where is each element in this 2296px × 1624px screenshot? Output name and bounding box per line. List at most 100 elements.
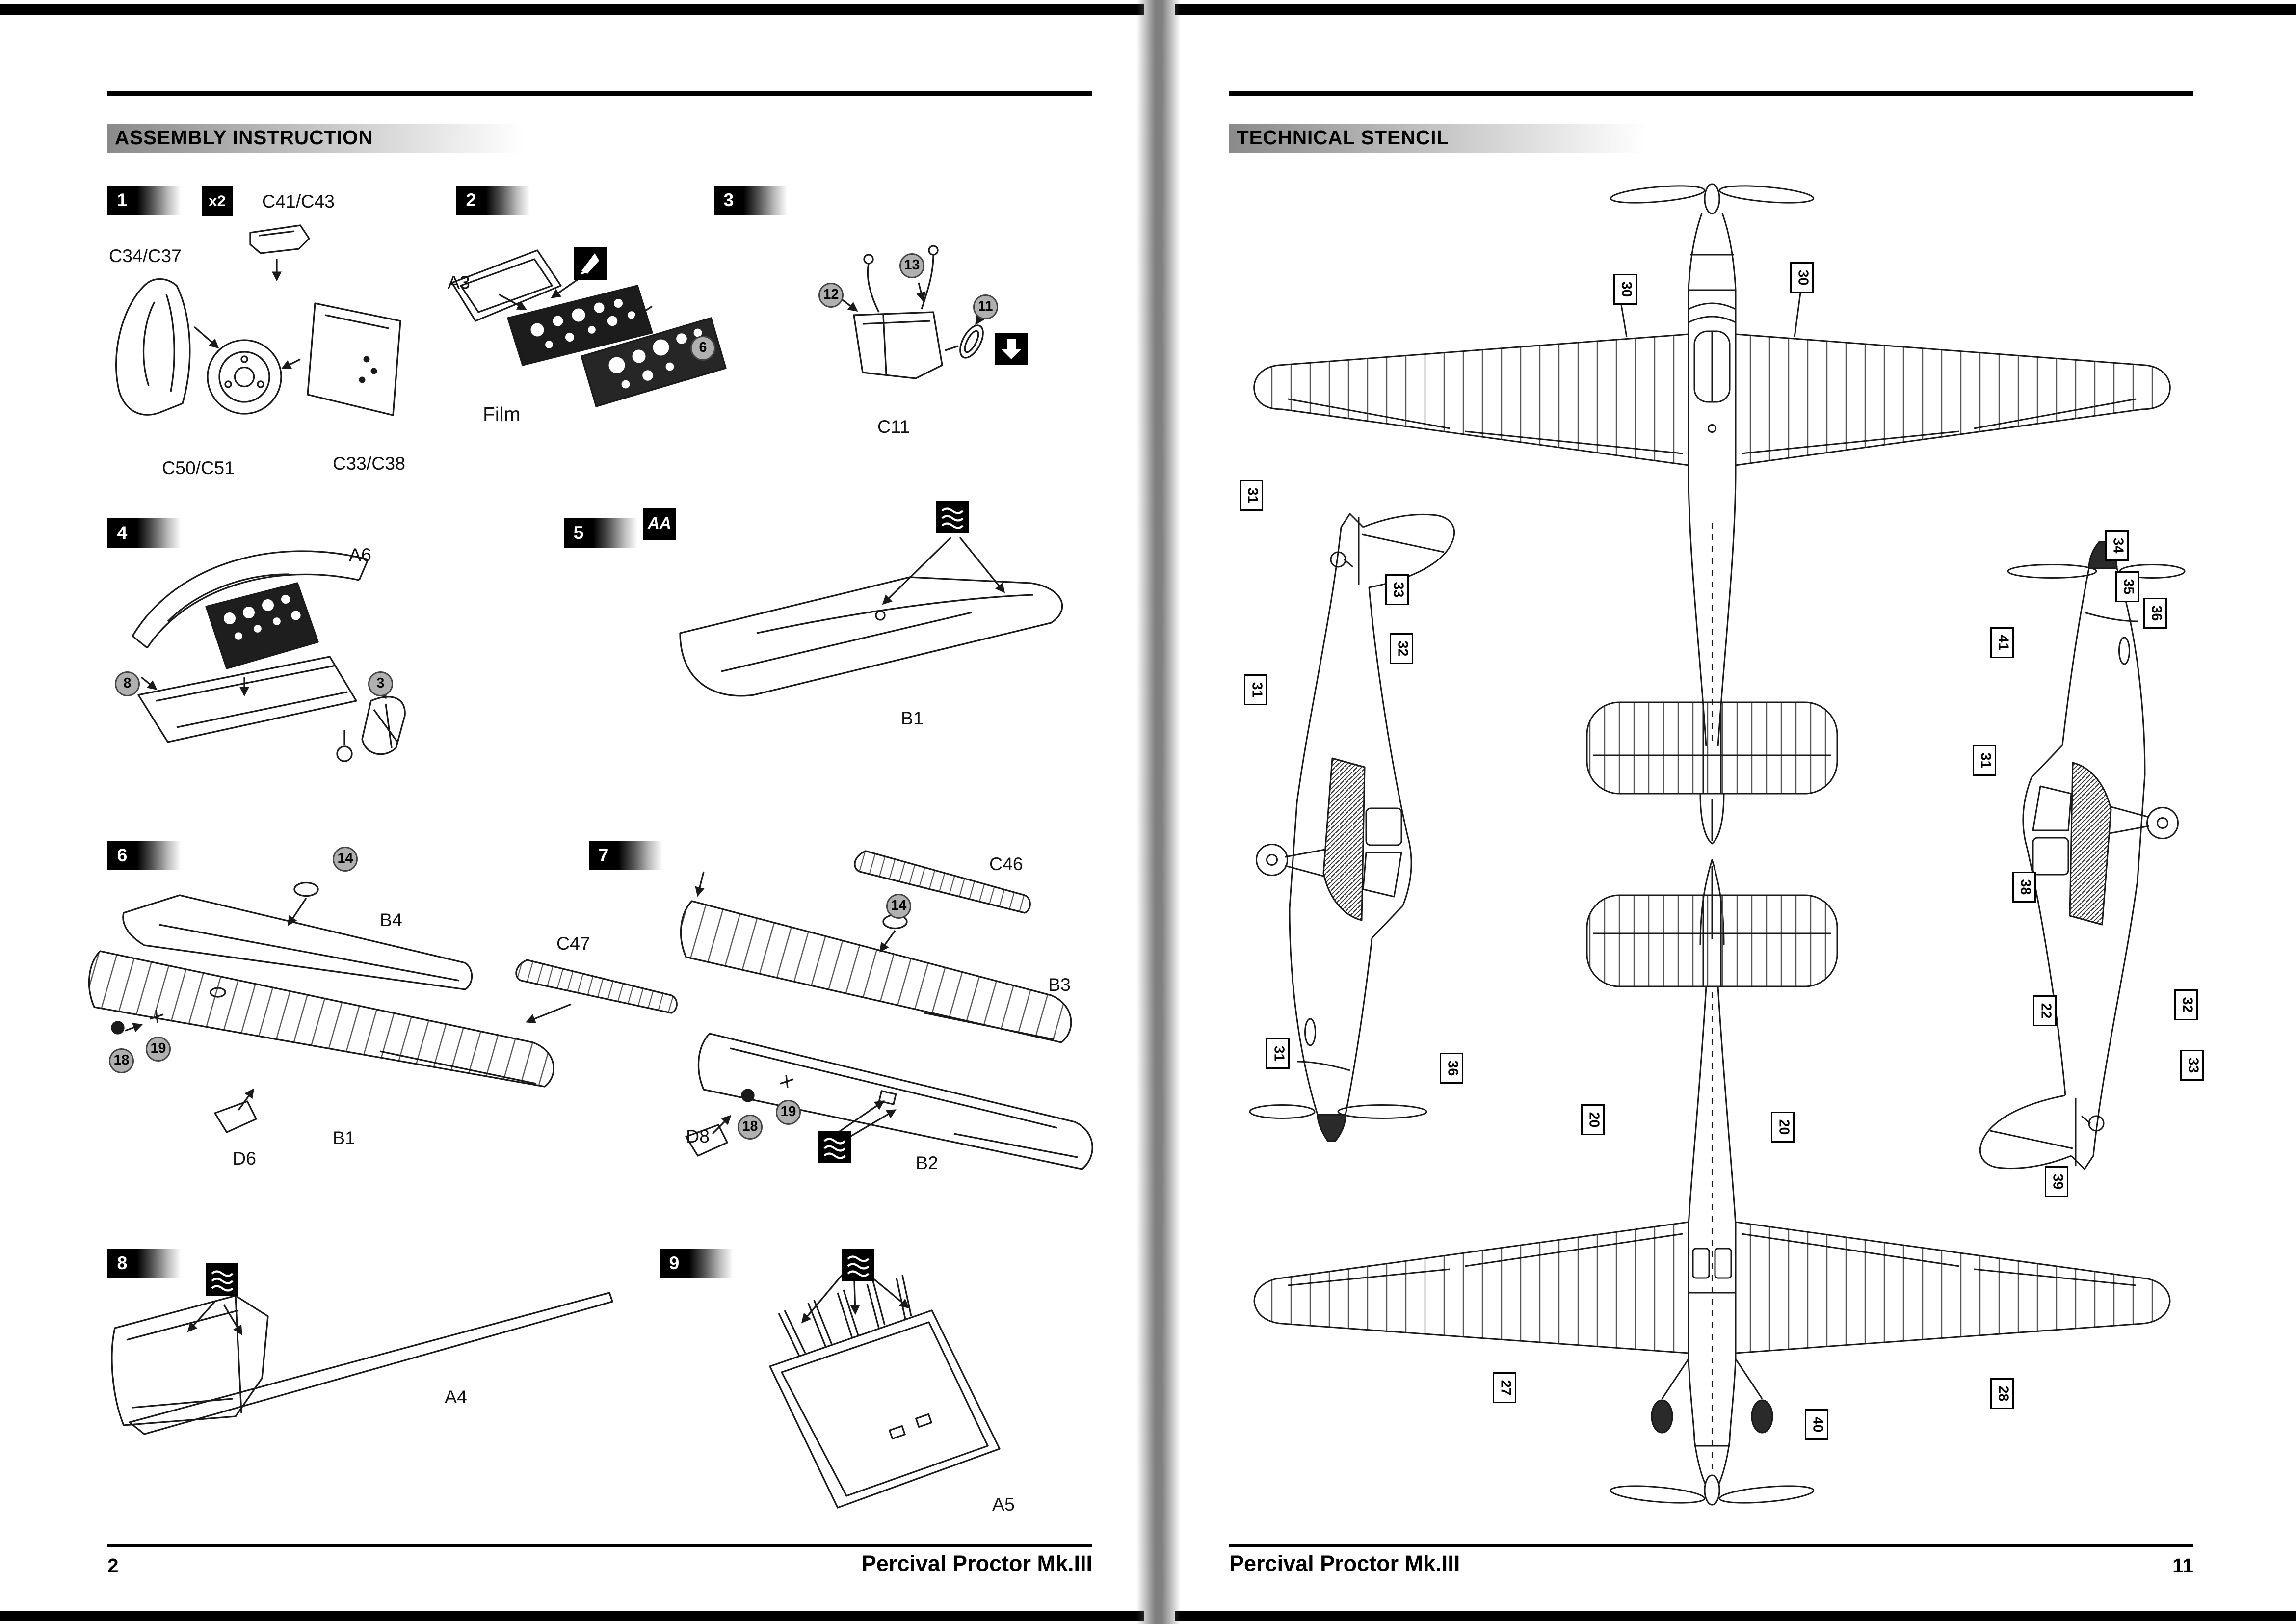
part-label-d8: D8 — [686, 1126, 710, 1147]
part-label-b3: B3 — [1048, 975, 1071, 995]
step-9-number: 9 — [660, 1249, 733, 1278]
header-rule-right — [1229, 91, 2193, 96]
aircraft-side-view-right — [1958, 527, 2188, 1175]
part-label-c34-c37: C34/C37 — [109, 246, 182, 266]
header-rule-left — [107, 91, 1092, 96]
part-callout-3: 3 — [368, 671, 393, 696]
step-6-number-label: 6 — [107, 841, 137, 870]
stencil-callout-27: 27 — [1493, 1372, 1516, 1403]
footer-title-right: Percival Proctor Mk.III — [1229, 1552, 1460, 1577]
part-callout-8: 8 — [115, 671, 140, 696]
step-2-number: 2 — [456, 186, 530, 215]
step-2-diagram — [451, 249, 727, 407]
glue-squiggle-icon-2 — [818, 1131, 851, 1163]
part-callout-11: 11 — [973, 294, 998, 319]
part-label-c47: C47 — [556, 933, 590, 954]
stencil-callout-31a: 31 — [1240, 480, 1263, 511]
aircraft-side-view-left — [1247, 508, 1477, 1156]
quantity-badge: x2 — [202, 186, 233, 216]
aircraft-bottom-view — [1253, 859, 2171, 1506]
step-2-number-label: 2 — [456, 186, 486, 215]
step-9-diagram — [769, 1265, 1001, 1509]
step-1-number-label: 1 — [107, 186, 137, 215]
stencil-callout-32a: 32 — [1390, 633, 1413, 664]
step-9-number-fade — [689, 1249, 733, 1278]
step-7-number-fade — [618, 841, 662, 870]
step-3-number-fade — [743, 186, 788, 215]
stencil-callout-41: 41 — [1990, 627, 2014, 658]
stencil-callout-36a: 36 — [2143, 598, 2167, 629]
glue-squiggle-icon-3 — [206, 1263, 238, 1296]
part-callout-6: 6 — [690, 336, 715, 361]
stencil-callout-30b: 30 — [1790, 262, 1814, 293]
step-8-diagram — [111, 1292, 613, 1435]
part-label-c11: C11 — [877, 417, 910, 437]
step-6-diagram — [88, 881, 678, 1133]
footer-title-left: Percival Proctor Mk.III — [861, 1552, 1092, 1577]
stencil-callout-20b: 20 — [1771, 1112, 1795, 1143]
step-3-number-label: 3 — [714, 186, 743, 215]
page-gutter — [1136, 0, 1181, 1624]
press-fit-arrow-icon — [995, 333, 1028, 365]
stencil-callout-39: 39 — [2045, 1166, 2068, 1197]
page-top-bar-left — [0, 4, 1144, 15]
step-5-number-fade — [593, 518, 637, 548]
part-label-b4: B4 — [380, 910, 402, 931]
step-7-number: 7 — [589, 841, 662, 870]
part-label-a4: A4 — [445, 1387, 467, 1408]
part-label-a3: A3 — [448, 272, 470, 293]
stencil-callout-22: 22 — [2033, 995, 2057, 1026]
section-header-right-label: TECHNICAL STENCIL — [1237, 127, 1450, 149]
stencil-callout-30: 30 — [1613, 274, 1637, 305]
step-3-number: 3 — [714, 186, 788, 215]
aircraft-top-view — [1253, 183, 2171, 845]
part-label-b1-lower: B1 — [333, 1128, 355, 1148]
step-7-number-label: 7 — [589, 841, 618, 870]
part-callout-18b: 18 — [738, 1115, 763, 1140]
step-5-number: 5 — [564, 518, 637, 548]
step-7-diagram — [680, 850, 1093, 1170]
stencil-callout-38: 38 — [2012, 872, 2036, 903]
step-4-number: 4 — [107, 518, 181, 548]
step-4-number-label: 4 — [107, 518, 137, 548]
step-4-number-fade — [137, 518, 181, 548]
stencil-callout-20a: 20 — [1581, 1104, 1605, 1135]
step-1-number: 1 — [107, 186, 181, 215]
stencil-callout-33a: 33 — [1385, 574, 1409, 605]
part-callout-12: 12 — [818, 283, 844, 308]
footer-rule-right — [1229, 1544, 2193, 1547]
part-label-c41-c43: C41/C43 — [262, 191, 335, 212]
step-3-diagram — [839, 245, 985, 379]
step-6-number: 6 — [107, 841, 181, 870]
step-4-diagram — [132, 550, 406, 762]
stencil-callout-33b: 33 — [2180, 1050, 2204, 1081]
part-callout-13: 13 — [899, 253, 924, 278]
step-8-number: 8 — [107, 1249, 181, 1278]
part-label-a6: A6 — [349, 545, 371, 565]
page-top-bar-right — [1175, 4, 2296, 15]
footer-rule-left — [107, 1544, 1092, 1547]
glue-squiggle-icon — [936, 501, 969, 533]
aa-icon: AA — [643, 508, 676, 540]
part-label-a5: A5 — [992, 1494, 1015, 1515]
step-1-number-fade — [137, 186, 181, 215]
page-number-right: 11 — [2172, 1555, 2193, 1577]
stencil-callout-28: 28 — [1990, 1378, 2014, 1409]
step-5-diagram — [679, 536, 1063, 697]
step-6-number-fade — [137, 841, 181, 870]
part-callout-19b: 19 — [776, 1100, 801, 1125]
section-header-left: ASSEMBLY INSTRUCTION — [107, 124, 581, 153]
part-callout-19: 19 — [146, 1037, 171, 1062]
part-label-b2: B2 — [916, 1153, 938, 1173]
stencil-callout-40: 40 — [1805, 1409, 1828, 1440]
part-label-c46: C46 — [989, 854, 1023, 875]
step-8-number-fade — [137, 1249, 181, 1278]
page-bottom-bar-right — [1175, 1611, 2296, 1621]
step-1-diagram — [115, 224, 401, 416]
page-bottom-bar-left — [0, 1611, 1144, 1621]
step-2-number-fade — [486, 186, 530, 215]
step-9-number-label: 9 — [660, 1249, 689, 1278]
stencil-callout-36b: 36 — [1440, 1053, 1463, 1084]
stencil-callout-34: 34 — [2105, 530, 2129, 561]
